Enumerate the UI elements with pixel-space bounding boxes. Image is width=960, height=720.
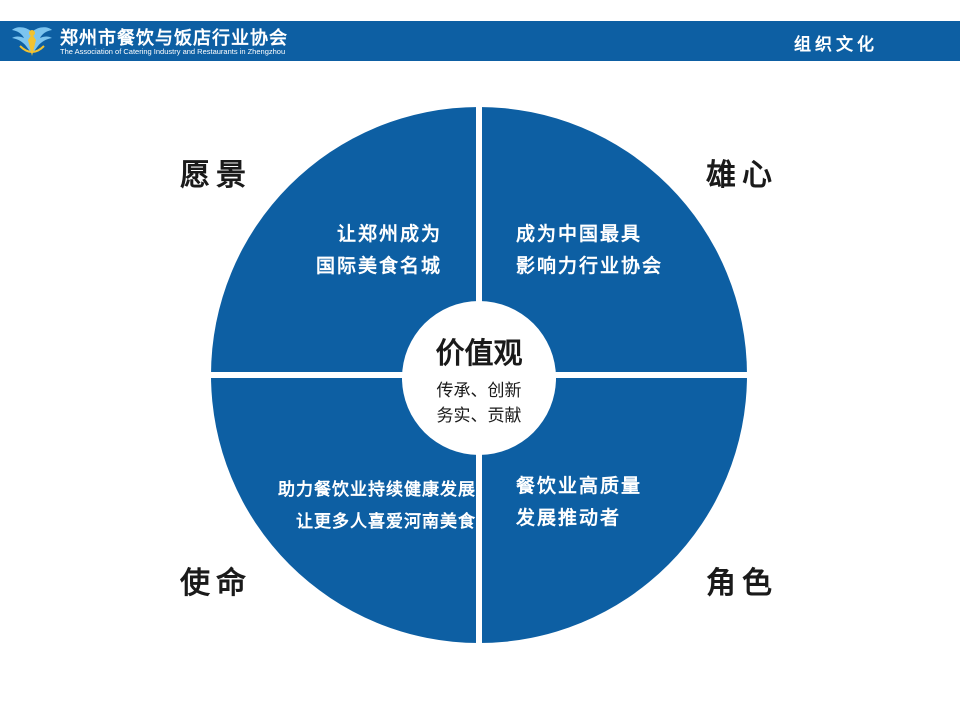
header-bar: 郑州市餐饮与饭店行业协会 The Association of Catering… (0, 21, 960, 61)
mission-line-1: 助力餐饮业持续健康发展 (278, 480, 476, 500)
label-ambition: 雄心 (706, 158, 778, 193)
role-line-2: 发展推动者 (516, 507, 622, 529)
org-name-cn: 郑州市餐饮与饭店行业协会 (60, 28, 288, 49)
role-line-1: 餐饮业高质量 (516, 475, 643, 497)
vision-line-1: 让郑州成为 (336, 223, 442, 245)
label-vision: 愿景 (180, 158, 252, 193)
role-text: 餐饮业高质量 发展推动者 (516, 470, 642, 534)
center-title: 价值观 (435, 336, 523, 370)
ambition-text: 成为中国最具 影响力行业协会 (516, 218, 663, 282)
label-mission: 使命 (180, 566, 252, 601)
org-name-en: The Association of Catering Industry and… (60, 47, 286, 56)
vision-line-2: 国际美食名城 (315, 255, 442, 277)
center-circle (402, 301, 556, 455)
center-line-2: 务实、贡献 (436, 406, 522, 426)
mission-line-2: 让更多人喜爱河南美食 (296, 512, 476, 532)
mission-text: 助力餐饮业持续健康发展 让更多人喜爱河南美食 (278, 474, 476, 538)
association-logo-icon (12, 27, 52, 56)
vision-text: 让郑州成为 国际美食名城 (316, 218, 442, 282)
section-title: 组织文化 (794, 35, 878, 55)
ambition-line-1: 成为中国最具 (516, 223, 643, 245)
ambition-line-2: 影响力行业协会 (516, 255, 664, 277)
label-role: 角色 (706, 566, 778, 601)
center-line-1: 传承、创新 (436, 381, 522, 401)
